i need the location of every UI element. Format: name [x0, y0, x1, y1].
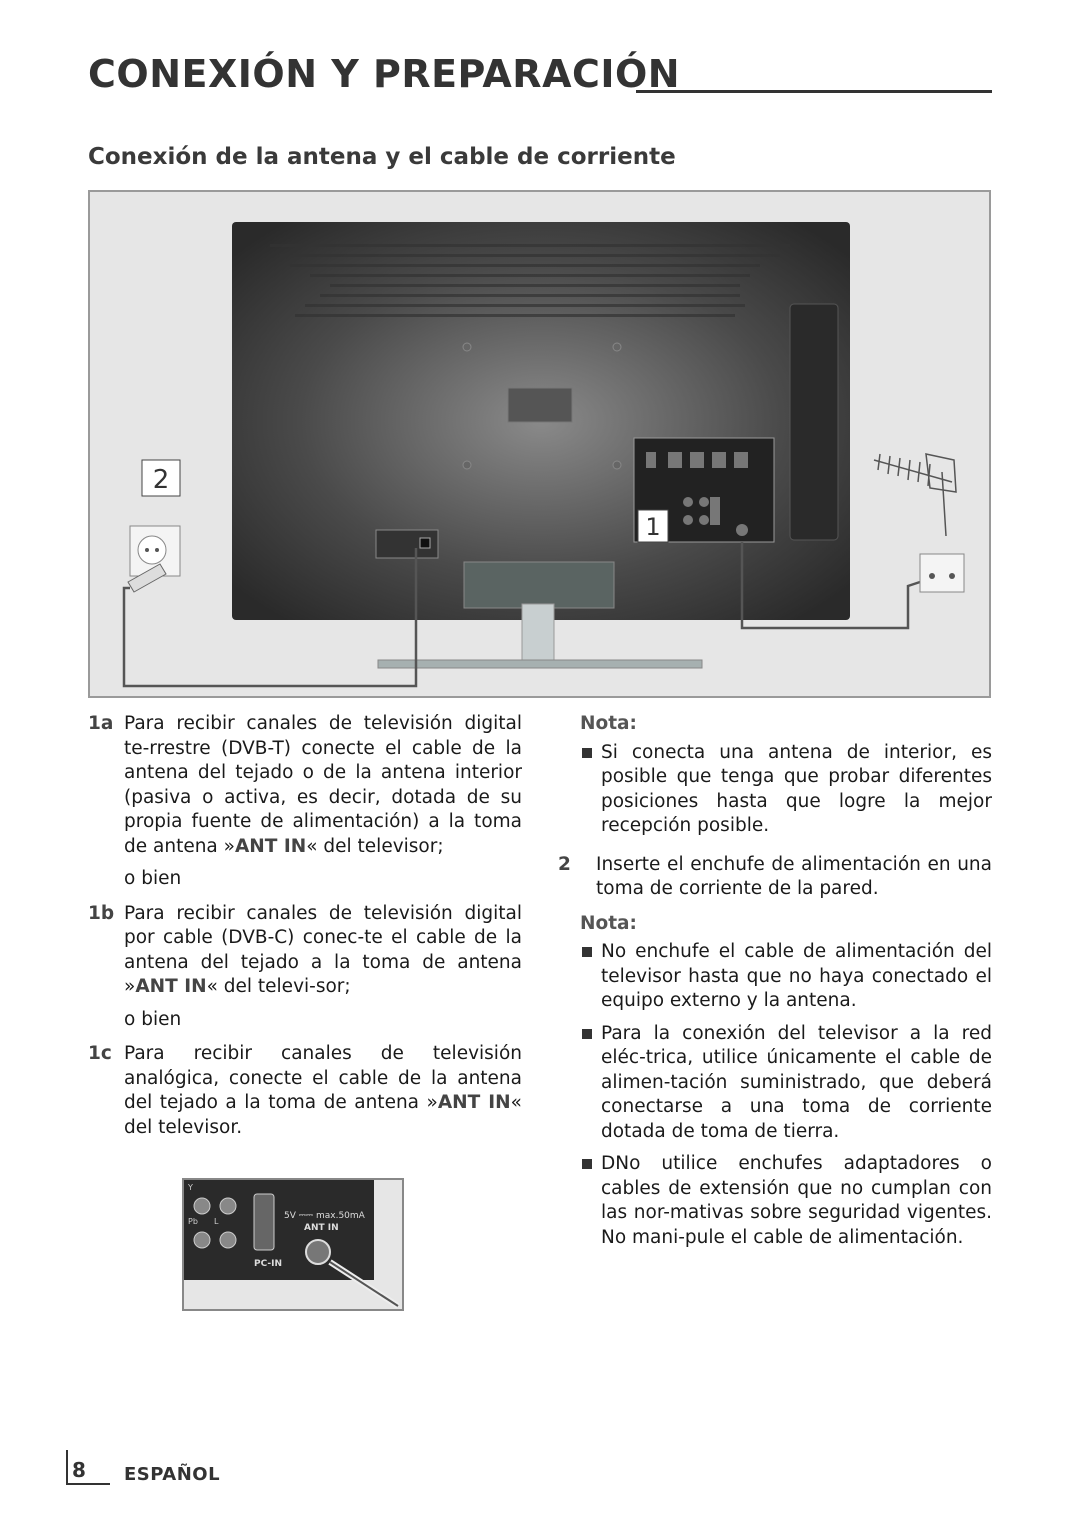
- note-heading: Nota:: [580, 912, 637, 934]
- ant-in-detail: Pb L Y 5V ⎓⎓ max.50mA ANT IN PC-IN: [184, 1180, 400, 1309]
- screw: [462, 460, 472, 470]
- step-number: 2: [558, 853, 571, 875]
- or-text: o bien: [124, 1008, 182, 1030]
- step-text: « del televisor;: [306, 835, 444, 857]
- step-text: Para recibir canales de televisión analó…: [124, 1043, 522, 1113]
- step-text: Para recibir canales de televisión digit…: [124, 902, 522, 998]
- step-1a: 1a Para recibir canales de televisión di…: [88, 712, 522, 859]
- antenna-cable: [740, 542, 921, 630]
- ant-in-label: ANT IN: [135, 976, 207, 997]
- note-bullet: DNo utilice enchufes adaptadores o cable…: [558, 1152, 992, 1250]
- note-bullet: Para la conexión del televisor a la red …: [558, 1022, 992, 1145]
- l-label: L: [214, 1217, 219, 1226]
- connection-illustration: 1 2: [88, 190, 991, 698]
- side-panel: [789, 303, 839, 541]
- page-title: CONEXIÓN Y PREPARACIÓN: [88, 52, 681, 96]
- power-plug: [127, 563, 167, 593]
- pb-label: Pb: [188, 1217, 198, 1226]
- step-text: Para recibir canales de televisión digit…: [124, 713, 522, 857]
- stand-base: [377, 659, 703, 669]
- note-text: Si conecta una antena de interior, es po…: [601, 741, 992, 837]
- y-label: Y: [187, 1183, 193, 1192]
- page-number: 8: [72, 1458, 86, 1482]
- step-text: Inserte el enchufe de alimentación en un…: [596, 853, 992, 900]
- power-cable: [122, 548, 418, 688]
- ant-in-socket: [305, 1239, 331, 1265]
- step-number: 1a: [88, 713, 114, 734]
- ant-in-label: ANT IN: [437, 1092, 511, 1113]
- or-text: o bien: [124, 868, 182, 889]
- note-bullet: Si conecta una antena de interior, es po…: [558, 741, 992, 839]
- tv-back-diagram: 1 2: [122, 222, 965, 688]
- right-column: Nota: Si conecta una antena de interior,…: [558, 712, 992, 1258]
- left-column: 1a Para recibir canales de televisión di…: [88, 712, 522, 1148]
- pc-in-label: PC-IN: [254, 1259, 282, 1269]
- note-text: DNo utilice enchufes adaptadores o cable…: [601, 1153, 992, 1248]
- label-plate: [507, 387, 573, 423]
- callout-1-box: [637, 509, 669, 543]
- step-text: « del televi-sor;: [206, 976, 351, 997]
- note-text: Para la conexión del televisor a la red …: [601, 1022, 992, 1142]
- step-number: 1c: [88, 1043, 112, 1064]
- step-1b: 1b Para recibir canales de televisión di…: [88, 902, 522, 1000]
- footer-rule: [66, 1450, 68, 1484]
- note-heading: Nota:: [580, 713, 637, 734]
- footer-rule: [66, 1483, 110, 1485]
- note-text: No enchufe el cable de alimentación del …: [601, 941, 992, 1011]
- ant-in-label: ANT IN: [234, 835, 307, 857]
- stand-mount: [463, 561, 615, 609]
- step-number: 1b: [88, 902, 115, 924]
- step-2: 2 Inserte el enchufe de alimentación en …: [558, 853, 992, 902]
- step-1c: 1c Para recibir canales de televisión an…: [88, 1042, 522, 1140]
- note-bullet: No enchufe el cable de alimentación del …: [558, 940, 992, 1014]
- antenna-wall-socket: [919, 553, 965, 593]
- ant-in-detail-illustration: Pb L Y 5V ⎓⎓ max.50mA ANT IN PC-IN: [182, 1178, 404, 1311]
- antenna-icon: [873, 453, 957, 537]
- callout-2-box: [141, 459, 181, 497]
- footer-language: ESPAÑOL: [124, 1464, 221, 1485]
- callout-2: 2: [153, 465, 170, 495]
- 5v-label: 5V ⎓⎓ max.50mA: [284, 1211, 366, 1221]
- callout-1: 1: [645, 513, 660, 541]
- screw: [462, 342, 472, 352]
- screw: [612, 342, 622, 352]
- ant-in-label: ANT IN: [304, 1223, 339, 1233]
- title-rule: [636, 90, 992, 93]
- section-subtitle: Conexión de la antena y el cable de corr…: [88, 144, 676, 170]
- stand-neck: [521, 603, 555, 661]
- screw: [612, 460, 622, 470]
- step-text: « del televisor.: [124, 1092, 522, 1138]
